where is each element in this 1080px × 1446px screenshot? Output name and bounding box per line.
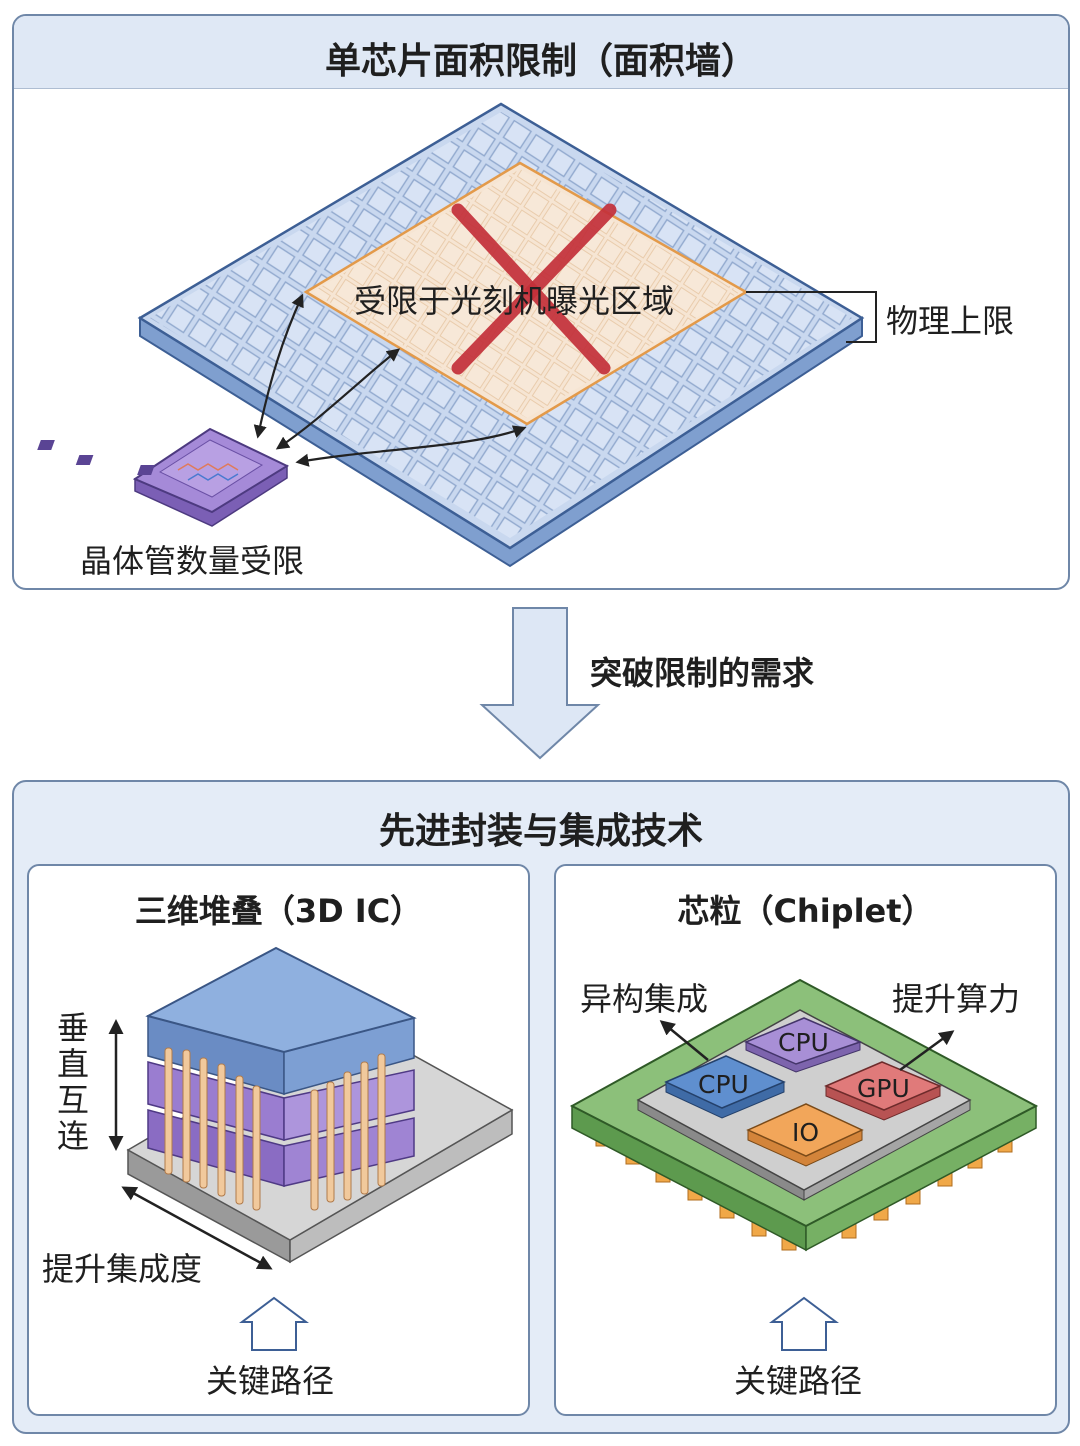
compute-label: 提升算力: [892, 980, 1021, 1018]
area-wall-header: [14, 16, 1068, 89]
down-arrow-icon: [479, 607, 601, 760]
up-arrow-icon: [769, 1296, 839, 1351]
transistor-limit-label: 晶体管数量受限: [80, 542, 305, 580]
transistor-chip: [37, 427, 290, 527]
io-label: IO: [792, 1118, 820, 1147]
cpu-chip-blue: [664, 1055, 786, 1119]
io-chip: [746, 1103, 864, 1167]
chiplet-arrows: [659, 1020, 955, 1072]
chiplet-path-label: 关键路径: [734, 1362, 863, 1400]
vertical-char-2: 直: [56, 1045, 89, 1083]
transition-label: 突破限制的需求: [590, 654, 815, 692]
integration-density-label: 提升集成度: [42, 1250, 203, 1288]
chip-arrows: [253, 293, 527, 467]
gpu-chip: [824, 1061, 942, 1121]
up-arrow-icon: [239, 1296, 309, 1351]
cpu-chip-purple: [744, 1017, 863, 1073]
area-wall-title: 单芯片面积限制（面积墙）: [324, 41, 757, 82]
cpu-label-blue: CPU: [698, 1070, 749, 1099]
stack-arrows: [108, 1019, 273, 1270]
physical-limit-label: 物理上限: [886, 302, 1015, 340]
vertical-interconnect-label: 垂 直 互 连: [56, 1010, 90, 1154]
interposer: [636, 1009, 972, 1201]
stack-layer-top: [145, 946, 417, 1095]
stack3d-title: 三维堆叠（3D IC）: [134, 892, 423, 930]
vertical-char-4: 连: [56, 1117, 89, 1155]
physical-limit-bracket: [746, 291, 877, 343]
vertical-char-1: 垂: [56, 1009, 89, 1047]
heterogeneous-label: 异构集成: [580, 980, 709, 1018]
stack3d-path-label: 关键路径: [206, 1362, 335, 1400]
advanced-packaging-title: 先进封装与集成技术: [378, 811, 703, 852]
gpu-label: GPU: [857, 1074, 910, 1103]
tsv-pillars: [164, 1047, 386, 1211]
cpu-label-purple: CPU: [778, 1028, 829, 1057]
vertical-char-3: 互: [56, 1081, 89, 1119]
chiplet-title: 芯粒（Chiplet）: [677, 892, 934, 930]
cross-mark-icon: [451, 203, 617, 375]
exposure-label: 受限于光刻机曝光区域: [354, 282, 675, 320]
